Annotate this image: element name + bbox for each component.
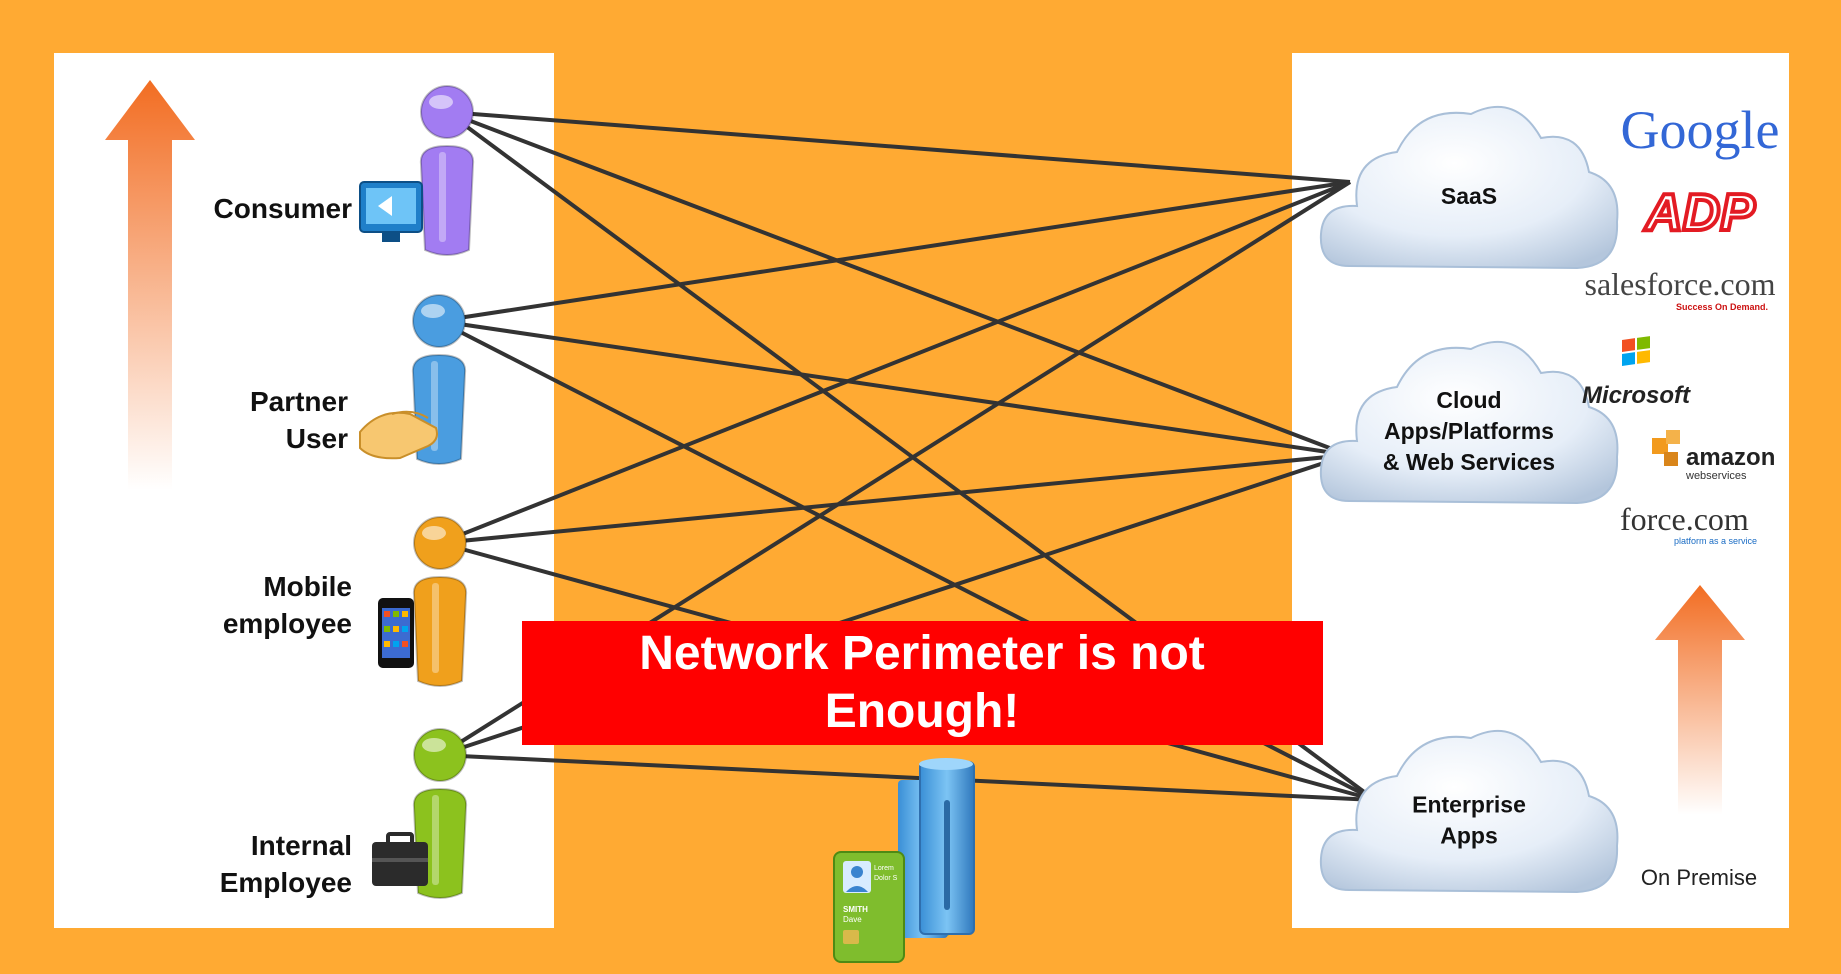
svg-text:Dave: Dave: [843, 915, 862, 924]
cloud-saas: SaaS: [1319, 105, 1619, 270]
perimeter-banner: Network Perimeter is not Enough!: [522, 621, 1323, 745]
banner-line-2: Enough!: [825, 685, 1020, 738]
cloud-label: Apps/Platforms: [1384, 418, 1554, 444]
amazon-cube-icon: [1652, 430, 1680, 466]
banner-line-1: Network Perimeter is not: [639, 627, 1205, 680]
connection-line-mobile-platforms: [439, 453, 1349, 545]
force-logo: force.com: [1620, 501, 1749, 537]
user-mobile: Mobile employee: [223, 516, 468, 687]
monitor-icon: [359, 181, 423, 242]
connection-line-consumer-platforms: [446, 110, 1349, 457]
cloud-label: Enterprise: [1412, 792, 1526, 818]
salesforce-logo: salesforce.com: [1584, 266, 1775, 302]
connection-line-internal-enterprise: [439, 753, 1376, 802]
connection-line-consumer-saas: [446, 110, 1351, 184]
up-arrow-icon: [105, 80, 195, 490]
user-label: Internal: [251, 830, 352, 861]
microsoft-logo: Microsoft: [1582, 382, 1691, 409]
connection-line-partner-platforms: [438, 319, 1349, 457]
svg-text:SMITH: SMITH: [843, 905, 868, 914]
connection-line-mobile-saas: [439, 180, 1351, 545]
vendor-logos: Google ADP salesforce.com Success On Dem…: [1582, 100, 1779, 546]
user-label: Consumer: [214, 193, 353, 224]
person-icon: [412, 516, 468, 687]
user-label: Partner: [250, 386, 348, 417]
amazon-logo: amazon: [1686, 444, 1775, 471]
cloud-label: & Web Services: [1383, 449, 1555, 475]
cloud-label: Cloud: [1436, 387, 1501, 413]
user-label: User: [286, 423, 348, 454]
cloud-label: SaaS: [1441, 183, 1497, 209]
server-icon: [898, 758, 975, 938]
person-icon: [419, 85, 475, 256]
google-logo: Google: [1621, 100, 1780, 160]
user-consumer: Consumer: [214, 85, 475, 256]
cloud-icon: [1319, 340, 1619, 505]
user-label: Mobile: [263, 571, 352, 602]
cloud-icon: [1319, 729, 1619, 894]
windows-flag-icon: [1622, 336, 1650, 366]
smartphone-icon: [378, 598, 414, 668]
adp-logo: ADP: [1641, 182, 1757, 244]
svg-text:ADP: ADP: [1643, 184, 1755, 242]
user-label: Employee: [220, 867, 352, 898]
briefcase-icon: [372, 832, 428, 886]
salesforce-tagline: Success On Demand.: [1676, 302, 1768, 312]
connection-line-partner-saas: [438, 180, 1351, 323]
svg-text:Dolor S: Dolor S: [874, 875, 898, 882]
amazon-webservices: webservices: [1685, 470, 1747, 482]
handshake-icon: [359, 410, 438, 460]
on-premise-label: On Premise: [1641, 865, 1757, 890]
id-badge-icon: Lorem Dolor S SMITH Dave: [833, 851, 905, 963]
up-arrow-icon: [1655, 585, 1745, 815]
user-label: employee: [223, 608, 352, 639]
force-tagline: platform as a service: [1674, 536, 1757, 546]
cloud-icon: [1319, 105, 1619, 270]
svg-text:Lorem: Lorem: [874, 865, 894, 872]
cloud-label: Apps: [1440, 823, 1498, 849]
